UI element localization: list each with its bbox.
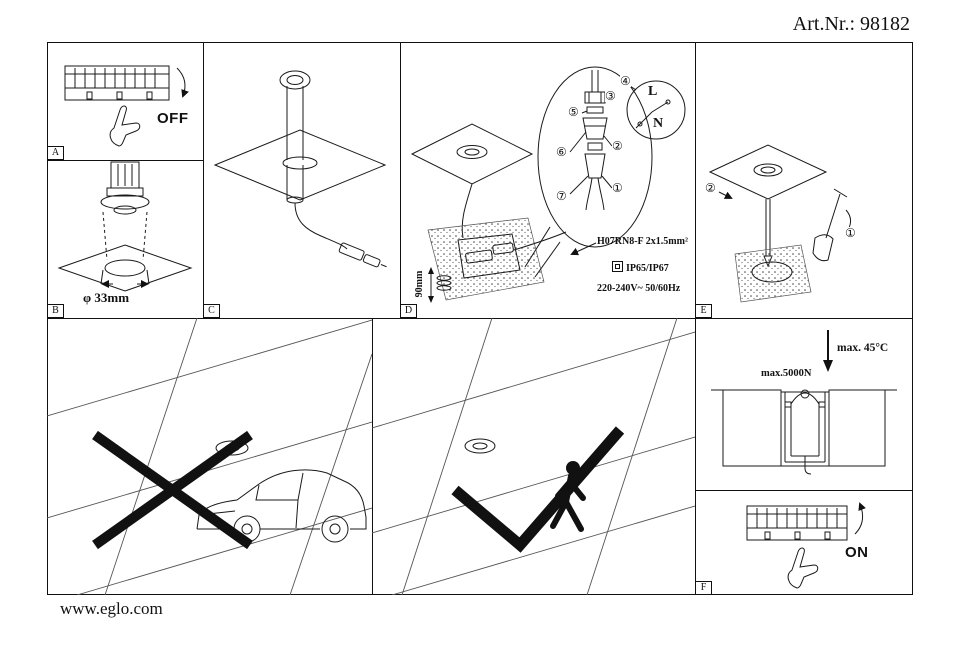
breaker-off-illustration bbox=[64, 65, 189, 147]
tile-icon bbox=[213, 129, 387, 201]
ip-rating-label: IP65/IP67 bbox=[626, 263, 669, 274]
ip-rating-row: IP65/IP67 bbox=[612, 260, 669, 274]
hand-icon bbox=[109, 105, 141, 147]
neutral-wire-label: N bbox=[653, 116, 664, 131]
depth-label: 90mm bbox=[414, 270, 425, 298]
tile-icon bbox=[410, 123, 534, 185]
grid-line bbox=[400, 43, 401, 318]
panel-f-power-on: ON F bbox=[695, 490, 913, 595]
ground-section-icon bbox=[711, 389, 897, 467]
cable-out-icon bbox=[513, 231, 567, 251]
shovel-icon bbox=[812, 188, 852, 262]
cross-mark-icon bbox=[92, 430, 253, 550]
drill-hole-icon bbox=[104, 259, 146, 277]
detail-magnifier-ellipse bbox=[537, 66, 653, 248]
max-load-label: max.5000N bbox=[761, 368, 812, 379]
panel-d-label: D bbox=[400, 304, 417, 318]
off-label: OFF bbox=[157, 110, 189, 127]
recessed-light-icon bbox=[464, 438, 496, 454]
grid-line bbox=[48, 318, 912, 319]
panel-temperature-load: max. 45°C max.5000N bbox=[695, 318, 913, 490]
cable-spec-label: H07RN8-F 2x1.5mm² bbox=[597, 236, 688, 247]
switch-on-arrow-icon bbox=[854, 502, 866, 535]
article-number: Art.Nr.: 98182 bbox=[792, 13, 910, 35]
panel-e-ground-install: ② ① E bbox=[695, 42, 913, 318]
check-mark-icon bbox=[451, 426, 625, 553]
panel-a-label: A bbox=[47, 146, 64, 160]
circuit-breaker-icon bbox=[64, 65, 170, 101]
callout-7: ⑦ bbox=[556, 189, 567, 203]
grid-line bbox=[48, 160, 203, 161]
ground-hole-icon bbox=[427, 217, 545, 301]
diagram-frame bbox=[47, 42, 913, 595]
cable-icon bbox=[294, 202, 348, 250]
load-arrow-icon bbox=[823, 330, 833, 372]
depth-dimension-icon bbox=[428, 267, 434, 303]
website-link: www.eglo.com bbox=[60, 599, 163, 618]
grid-line bbox=[696, 490, 913, 491]
ground-install-illustration bbox=[708, 144, 852, 303]
panel-b-label: B bbox=[47, 304, 64, 318]
spring-icon bbox=[436, 275, 452, 291]
switch-off-arrow-icon bbox=[176, 67, 189, 98]
callout-4: ④ bbox=[620, 74, 631, 88]
callout-2: ② bbox=[612, 139, 623, 153]
panel-c-label: C bbox=[203, 304, 220, 318]
panel-b-hole-size: φ 33mm B bbox=[47, 160, 203, 318]
insert-fixture-illustration bbox=[213, 70, 387, 268]
max-temperature-label: max. 45°C bbox=[837, 342, 889, 354]
panel-no-vehicles bbox=[47, 318, 372, 595]
on-label: ON bbox=[845, 544, 869, 561]
step-1-callout: ① bbox=[845, 226, 856, 240]
callout-3: ③ bbox=[605, 89, 616, 103]
grid-line bbox=[203, 43, 204, 318]
wiring-illustration bbox=[410, 66, 686, 303]
fixture-tube-below-icon bbox=[286, 165, 304, 204]
dimension-arrows-icon bbox=[100, 269, 150, 288]
step-2-callout: ② bbox=[705, 181, 716, 195]
tile-icon bbox=[57, 244, 193, 292]
temperature-load-illustration bbox=[711, 330, 897, 475]
floor-joint-lines bbox=[47, 318, 372, 595]
fixture-body-icon bbox=[100, 161, 150, 215]
mounting-pot-icon bbox=[780, 391, 830, 467]
panel-e-label: E bbox=[695, 304, 712, 318]
ground-hole-icon bbox=[734, 244, 812, 303]
callout-leader-lines bbox=[569, 85, 637, 195]
fixture-top-icon bbox=[279, 70, 311, 90]
terminal-circle-icon bbox=[626, 80, 686, 140]
panel-c-insert-fixture: C bbox=[203, 42, 400, 318]
floor-joint-lines bbox=[372, 318, 695, 595]
hole-size-illustration bbox=[57, 161, 193, 292]
spec-leader-arrow bbox=[570, 242, 597, 256]
circuit-breaker-icon bbox=[746, 505, 848, 541]
cable-connector-icon bbox=[465, 242, 514, 264]
cable-connector-icon bbox=[338, 242, 387, 268]
callout-5: ⑤ bbox=[568, 105, 579, 119]
panel-a-power-off: OFF A bbox=[47, 42, 203, 160]
grid-line bbox=[372, 319, 373, 595]
cable-gland-parts-icon bbox=[582, 70, 608, 211]
fixture-section-icon bbox=[784, 389, 826, 475]
car-icon bbox=[196, 469, 367, 543]
fixture-tube-icon bbox=[286, 86, 304, 160]
callout-6: ⑥ bbox=[556, 145, 567, 159]
panel-f-label: F bbox=[695, 581, 712, 595]
live-wire-label: L bbox=[648, 84, 658, 99]
enclosure-icon bbox=[612, 261, 623, 272]
tile-icon bbox=[708, 144, 828, 200]
hand-icon bbox=[787, 547, 819, 589]
panel-pedestrians-ok bbox=[372, 318, 695, 595]
voltage-label: 220-240V~ 50/60Hz bbox=[597, 283, 681, 294]
no-vehicles-illustration bbox=[47, 318, 372, 595]
hole-diameter-label: φ 33mm bbox=[83, 290, 130, 305]
pedestrians-ok-illustration bbox=[372, 318, 695, 595]
panel-d-wiring: ③ ⑤ ⑥ ⑦ ④ ② ① L N 90mm H07RN8-F 2x1.5mm²… bbox=[400, 42, 695, 318]
callout-1: ① bbox=[612, 181, 623, 195]
breaker-on-illustration bbox=[746, 502, 866, 589]
